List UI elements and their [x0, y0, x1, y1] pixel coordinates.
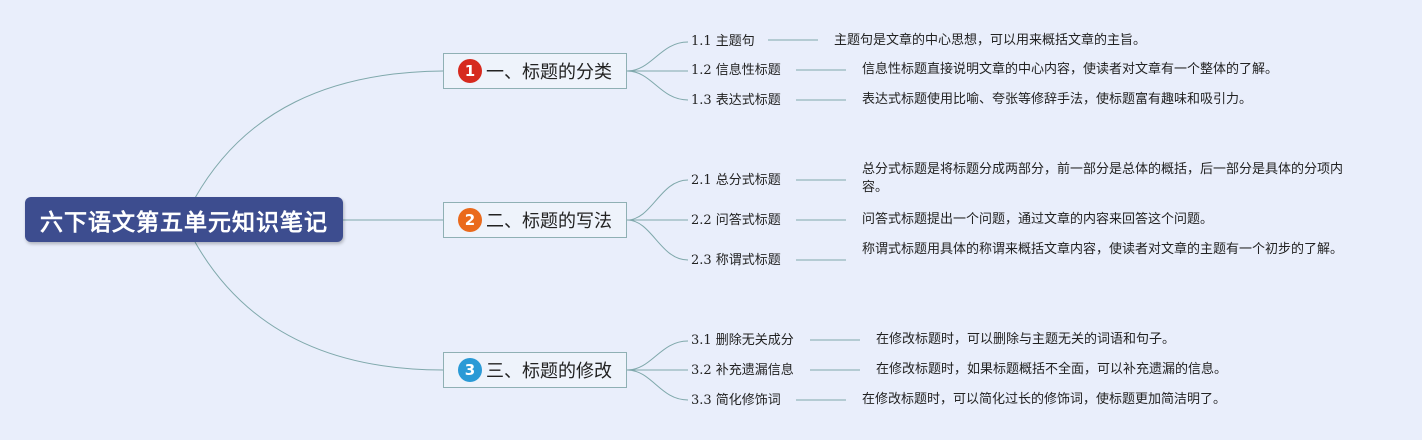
note-3-1: 在修改标题时，可以删除与主题无关的词语和句子。	[876, 332, 1176, 347]
note-1-2: 信息性标题直接说明文章的中心内容，使读者对文章有一个整体的了解。	[862, 62, 1279, 77]
connector-b3-c1	[626, 340, 689, 371]
subtopic-3-3[interactable]: 3.3 简化修饰词	[691, 393, 781, 408]
subtopic-1-1[interactable]: 1.1 主题句	[691, 34, 755, 49]
subtopic-1-3[interactable]: 1.3 表达式标题	[691, 93, 781, 108]
branch-topic-1[interactable]: 1 一、标题的分类	[443, 53, 627, 89]
connector-b1-c3	[626, 70, 689, 101]
note-2-3: 称谓式标题用具体的称谓来概括文章内容，使读者对文章的主题有一个初步的了解。	[862, 242, 1344, 257]
number-badge-1: 1	[458, 59, 482, 83]
connector-b2-c1	[626, 179, 689, 221]
connector-root-branch-1	[194, 70, 444, 199]
note-2-1: 总分式标题是将标题分成两部分，前一部分是总体的概括，后一部分是具体的分项内容。	[862, 162, 1344, 195]
note-3-3: 在修改标题时，可以简化过长的修饰词，使标题更加简洁明了。	[862, 392, 1227, 407]
branch-label: 二、标题的写法	[486, 211, 612, 232]
subtopic-3-2[interactable]: 3.2 补充遗漏信息	[691, 363, 794, 378]
subtopic-1-2[interactable]: 1.2 信息性标题	[691, 63, 781, 78]
connector-b2-c3	[626, 219, 689, 261]
subtopic-2-3[interactable]: 2.3 称谓式标题	[691, 253, 781, 268]
branch-label: 三、标题的修改	[486, 361, 612, 382]
note-1-3: 表达式标题使用比喻、夸张等修辞手法，使标题富有趣味和吸引力。	[862, 92, 1253, 107]
connector-b3-c3	[626, 369, 689, 401]
subtopic-2-1[interactable]: 2.1 总分式标题	[691, 173, 781, 188]
connector-b1-c1	[626, 41, 689, 72]
note-2-2: 问答式标题提出一个问题，通过文章的内容来回答这个问题。	[862, 212, 1214, 227]
branch-label: 一、标题的分类	[486, 62, 612, 83]
number-badge-3: 3	[458, 358, 482, 382]
subtopic-2-2[interactable]: 2.2 问答式标题	[691, 213, 781, 228]
branch-topic-2[interactable]: 2 二、标题的写法	[443, 202, 627, 238]
note-3-2: 在修改标题时，如果标题概括不全面，可以补充遗漏的信息。	[876, 362, 1228, 377]
branch-topic-3[interactable]: 3 三、标题的修改	[443, 352, 627, 388]
connector-root-branch-3	[194, 241, 444, 371]
number-badge-2: 2	[458, 208, 482, 232]
subtopic-3-1[interactable]: 3.1 删除无关成分	[691, 333, 794, 348]
root-topic-label: 六下语文第五单元知识笔记	[40, 209, 328, 236]
note-1-1: 主题句是文章的中心思想，可以用来概括文章的主旨。	[834, 33, 1147, 48]
root-topic[interactable]: 六下语文第五单元知识笔记	[25, 197, 343, 242]
